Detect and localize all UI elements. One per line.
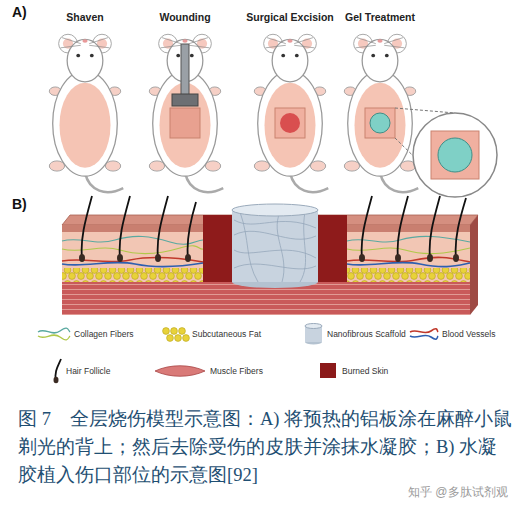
legend-label: Subcutaneous Fat [192, 329, 261, 339]
step-label: Surgical Excision [246, 11, 334, 23]
legend-label: Collagen Fibers [74, 329, 134, 339]
legend-label: Burned Skin [342, 366, 388, 376]
legend-label: Nanofibrous Scaffold [327, 329, 406, 339]
step-label: Gel Treatment [345, 11, 415, 23]
legend-label: Muscle Fibers [210, 366, 263, 376]
step-label: Shaven [66, 11, 103, 23]
legend-swatch [320, 363, 336, 378]
figure-caption: 图 7 全层烧伤模型示意图：A) 将预热的铝板涂在麻醉小鼠剃光的背上；然后去除受… [18, 406, 514, 489]
watermark: 知乎 @多肽试剂观 [408, 484, 508, 501]
panel-label: A) [12, 4, 27, 20]
step-label: Wounding [159, 11, 210, 23]
panel-label: B) [12, 196, 27, 212]
legend-label: Blood Vessels [442, 329, 495, 339]
legend-label: Hair Follicle [66, 366, 110, 376]
